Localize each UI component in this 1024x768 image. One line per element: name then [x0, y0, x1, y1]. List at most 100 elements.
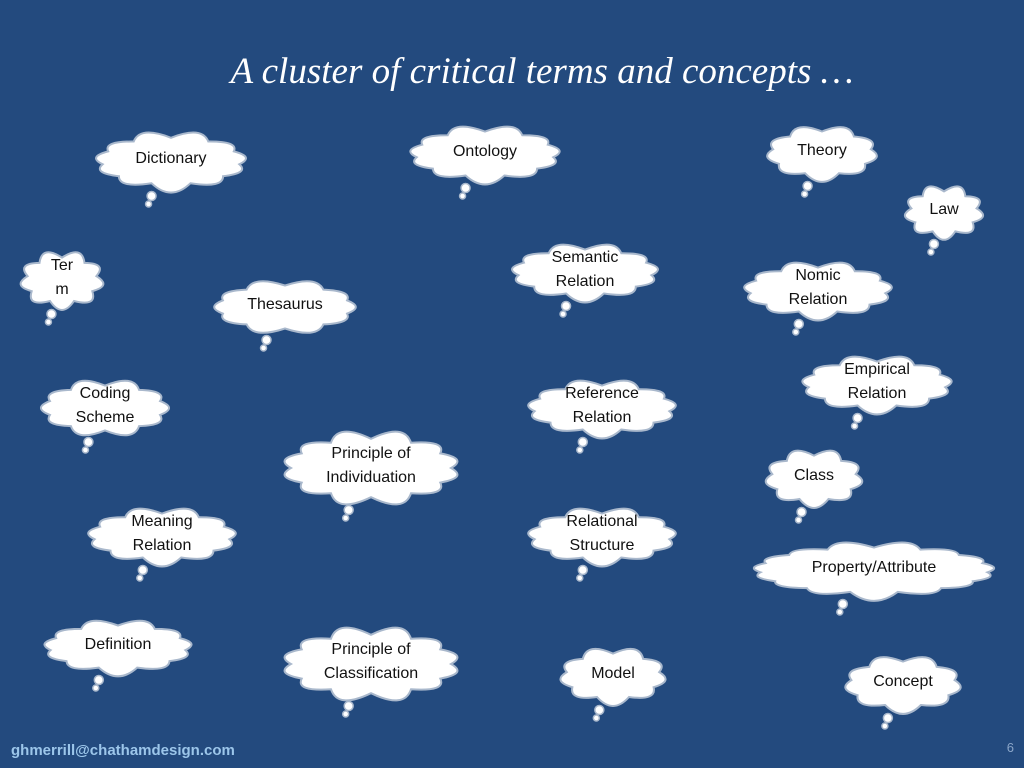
- term-cloud-ontology: Ontology: [404, 122, 566, 200]
- cloud-tail-bubble: [592, 714, 601, 722]
- cloud-tail-bubble: [458, 192, 467, 200]
- term-cloud-coding-scheme: Coding Scheme: [36, 376, 174, 454]
- term-label: Semantic Relation: [551, 249, 619, 290]
- term-cloud-nomic-relation: Nomic Relation: [738, 258, 898, 336]
- cloud-tail-bubble: [577, 564, 589, 576]
- cloud-body: [511, 243, 659, 304]
- cloud-body: [95, 131, 247, 194]
- cloud-tail-bubble: [343, 504, 354, 516]
- term-label: Empirical Relation: [844, 361, 910, 402]
- thought-cloud-shape: [87, 507, 237, 582]
- page-number: 6: [1006, 740, 1014, 755]
- thought-cloud-shape: [39, 379, 171, 454]
- cloud-body: [213, 280, 357, 334]
- cloud-tail-bubble: [259, 344, 268, 352]
- cloud-tail-bubble: [576, 574, 584, 582]
- thought-cloud-shape: [752, 541, 996, 616]
- term-cloud-law: Law: [902, 182, 986, 256]
- term-label: Coding Scheme: [75, 385, 135, 426]
- cloud-tail-bubble: [794, 516, 803, 524]
- cloud-tail-bubble: [83, 436, 94, 448]
- cloud-tail-bubble: [852, 412, 863, 424]
- term-label: Meaning Relation: [131, 513, 193, 554]
- cloud-tail-bubble: [576, 446, 584, 454]
- cloud-tail-bubble: [928, 238, 940, 250]
- thought-cloud-shape: [409, 125, 561, 200]
- term-label: Principle of Individuation: [326, 445, 416, 486]
- term-cloud-concept: Concept: [840, 652, 966, 730]
- term-label: Model: [591, 665, 635, 682]
- thought-cloud-shape: [511, 243, 659, 318]
- cloud-tail-bubble: [802, 180, 813, 192]
- footer-email: ghmerrill@chathamdesign.com: [11, 742, 235, 759]
- cloud-body: [409, 125, 561, 186]
- cloud-tail-bubble: [93, 674, 105, 686]
- cloud-tail-bubble: [792, 328, 800, 336]
- term-label: Class: [793, 467, 834, 484]
- term-label: Relational Structure: [566, 513, 638, 554]
- thought-cloud-shape: [95, 131, 247, 208]
- term-label: Property/Attribute: [811, 559, 937, 576]
- term-cloud-model: Model: [556, 644, 670, 722]
- cloud-body: [283, 626, 459, 702]
- thought-cloud-shape: [213, 280, 357, 352]
- term-label: Theory: [797, 142, 847, 159]
- term-cloud-term: Ter m: [18, 248, 106, 326]
- cloud-tail-bubble: [793, 318, 805, 330]
- cloud-tail-bubble: [341, 710, 350, 718]
- slide-title: A cluster of critical terms and concepts…: [230, 51, 854, 92]
- thought-cloud-shape: [19, 251, 105, 326]
- cloud-tail-bubble: [144, 200, 153, 208]
- thought-cloud-shape: [844, 656, 962, 730]
- cloud-tail-bubble: [560, 300, 572, 312]
- cloud-body: [766, 126, 878, 183]
- term-cloud-class: Class: [762, 446, 866, 524]
- cloud-body: [743, 261, 893, 322]
- thought-cloud-shape: [766, 126, 878, 198]
- thought-cloud-shape: [904, 185, 984, 256]
- cloud-tail-bubble: [881, 722, 889, 730]
- cloud-body: [283, 430, 459, 506]
- term-cloud-dictionary: Dictionary: [90, 128, 252, 208]
- cloud-tail-bubble: [800, 190, 809, 198]
- term-cloud-reference-relation: Reference Relation: [522, 376, 682, 454]
- cloud-tail-bubble: [460, 182, 471, 194]
- cloud-body: [752, 541, 996, 602]
- cloud-body: [559, 647, 667, 707]
- cloud-body: [801, 355, 953, 416]
- thought-cloud-shape: [43, 619, 193, 692]
- cloud-tail-bubble: [594, 704, 605, 716]
- cloud-tail-bubble: [46, 308, 57, 320]
- thought-cloud-shape: [801, 355, 953, 430]
- term-label: Ontology: [452, 143, 518, 160]
- thought-cloud-shape: [743, 261, 893, 336]
- cloud-tail-bubble: [850, 422, 859, 430]
- term-label: Concept: [873, 673, 933, 690]
- thought-cloud-shape: [764, 449, 864, 524]
- cloud-tail-bubble: [92, 684, 100, 692]
- term-label: Principle of Classification: [323, 641, 419, 682]
- term-cloud-thesaurus: Thesaurus: [208, 276, 362, 352]
- cloud-tail-bubble: [577, 436, 589, 448]
- cloud-body: [844, 656, 962, 715]
- cloud-tail-bubble: [796, 506, 807, 518]
- cloud-tail-bubble: [836, 608, 844, 616]
- cloud-tail-bubble: [146, 190, 157, 202]
- term-cloud-theory: Theory: [762, 122, 882, 198]
- thought-cloud-shape: [283, 430, 459, 522]
- term-label: Nomic Relation: [788, 267, 848, 308]
- term-cloud-property-attribute: Property/Attribute: [744, 538, 1004, 616]
- cloud-body: [527, 379, 677, 440]
- term-label: Definition: [84, 636, 152, 653]
- thought-cloud-shape: [559, 647, 667, 722]
- cloud-body: [43, 619, 193, 678]
- cloud-body: [764, 449, 864, 509]
- cloud-tail-bubble: [343, 700, 354, 712]
- thought-cloud-shape: [527, 379, 677, 454]
- term-cloud-empirical-relation: Empirical Relation: [796, 352, 958, 430]
- term-label: Dictionary: [135, 150, 207, 167]
- term-cloud-relational-structure: Relational Structure: [522, 504, 682, 582]
- term-cloud-principle-of-individuation: Principle of Individuation: [278, 428, 464, 522]
- term-label: Ter m: [50, 257, 74, 298]
- term-label: Thesaurus: [247, 296, 323, 313]
